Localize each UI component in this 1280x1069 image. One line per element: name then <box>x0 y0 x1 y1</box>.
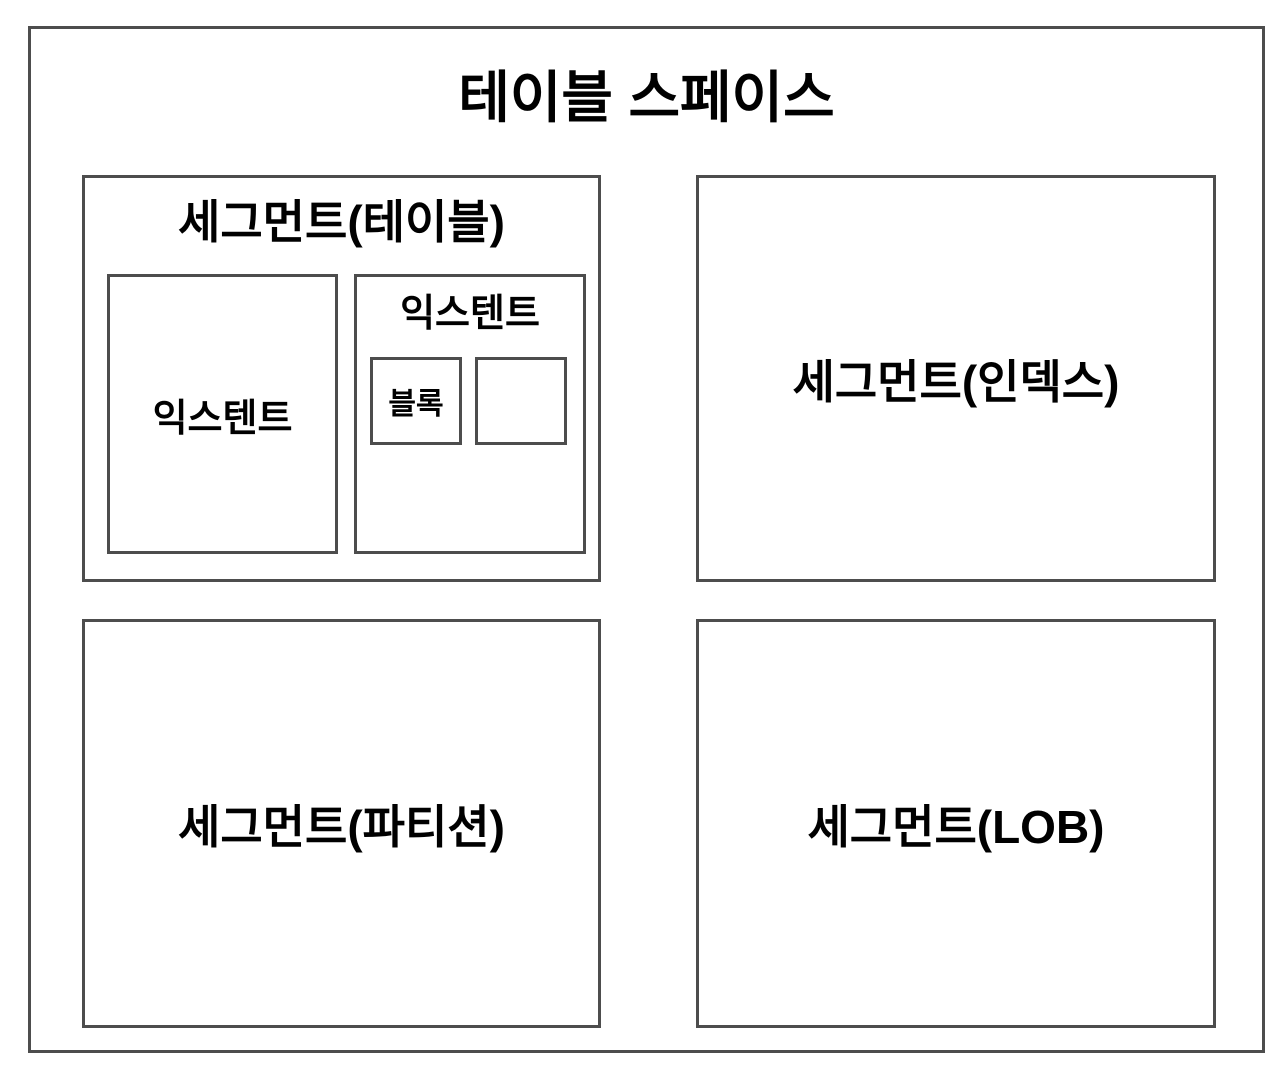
segment-index-box: 세그먼트(인덱스) <box>696 175 1216 582</box>
tablespace-title: 테이블 스페이스 <box>458 66 835 129</box>
block-label: 블록 <box>388 388 444 421</box>
segment-lob-title: 세그먼트(LOB) <box>807 800 1105 853</box>
segment-table-box: 세그먼트(테이블) 익스텐트 익스텐트 블록 <box>82 175 601 582</box>
extent-right-label: 익스텐트 <box>400 293 540 335</box>
segment-partition-title: 세그먼트(파티션) <box>178 800 505 853</box>
tablespace-box: 테이블 스페이스 세그먼트(테이블) 익스텐트 익스텐트 블록 세그먼트(인덱스… <box>28 26 1265 1053</box>
extent-left-box: 익스텐트 <box>107 274 338 554</box>
segment-lob-box: 세그먼트(LOB) <box>696 619 1216 1028</box>
extent-left-label: 익스텐트 <box>152 397 293 440</box>
segment-table-title: 세그먼트(테이블) <box>178 196 505 248</box>
block-box: 블록 <box>370 357 462 445</box>
extent-right-box: 익스텐트 블록 <box>354 274 586 554</box>
segment-index-title: 세그먼트(인덱스) <box>792 355 1120 408</box>
segment-partition-box: 세그먼트(파티션) <box>82 619 601 1028</box>
empty-block-box <box>475 357 567 445</box>
